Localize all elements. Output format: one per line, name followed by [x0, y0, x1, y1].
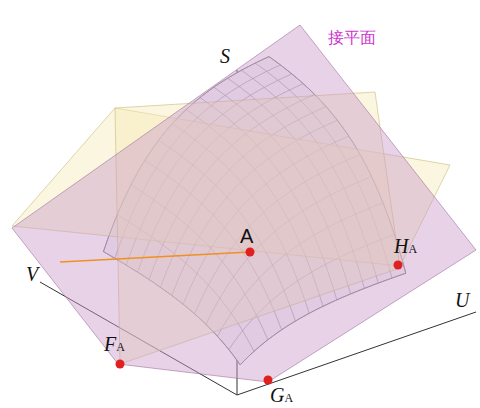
axis-label: A [240, 226, 253, 246]
axis-label: GA [270, 385, 293, 405]
tangent-plane [12, 25, 476, 382]
point [116, 360, 125, 369]
axis-label: U [455, 290, 469, 310]
axis-label: 接平面 [328, 30, 376, 46]
tangent-line [60, 252, 250, 262]
axis-label: V [26, 264, 38, 284]
axis-label: HA [394, 236, 417, 256]
point [264, 376, 273, 385]
point [246, 248, 255, 257]
axis-label: S [220, 46, 230, 66]
axis-label: FA [104, 334, 125, 354]
point [394, 261, 403, 270]
